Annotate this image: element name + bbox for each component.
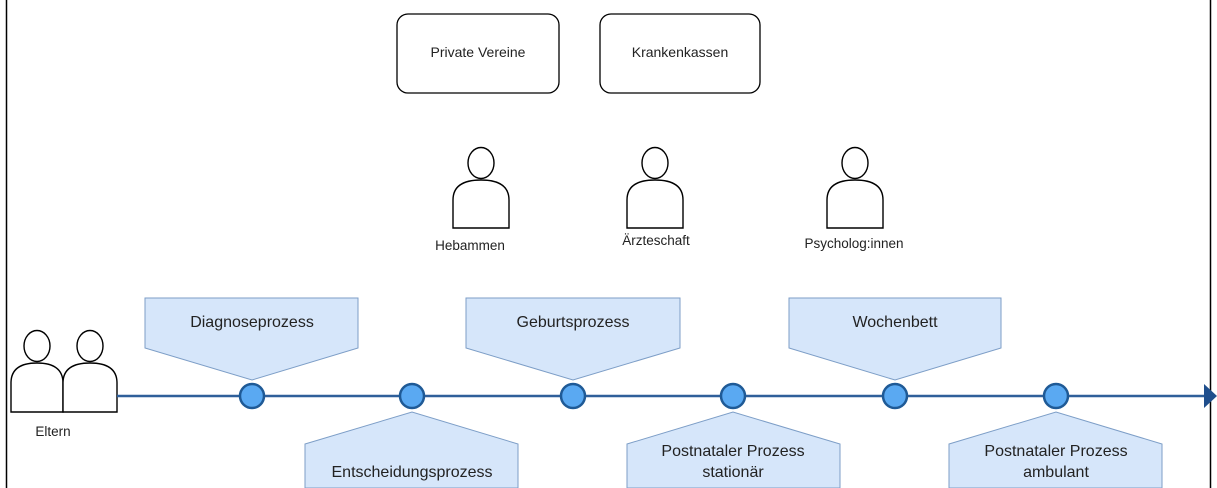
phase-label-line1: Postnataler Prozess — [984, 443, 1127, 460]
person-icon — [626, 146, 684, 229]
organization-label: Krankenkassen — [632, 44, 729, 60]
phase-label: Diagnoseprozess — [190, 314, 314, 331]
timeline-node — [398, 382, 426, 410]
phase-geburtsprozess: Geburtsprozess — [465, 297, 681, 381]
phase-diagnoseprozess: Diagnoseprozess — [144, 297, 359, 381]
actor-label: Psycholog:innen — [804, 236, 903, 251]
timeline-node — [559, 382, 587, 410]
organization-label: Private Vereine — [431, 44, 526, 60]
person-icon — [452, 146, 510, 229]
phase-postnatal-ambulant: Postnataler Prozess ambulant — [948, 411, 1163, 488]
actor-label: Hebammen — [435, 238, 505, 253]
phase-label: Geburtsprozess — [517, 314, 630, 331]
timeline-node — [881, 382, 909, 410]
organization-private-vereine: Private Vereine — [396, 13, 560, 94]
phase-label-line2: stationär — [702, 464, 764, 481]
actor-hebammen: Hebammen — [435, 146, 510, 253]
phase-wochenbett: Wochenbett — [788, 297, 1002, 381]
timeline-node — [1042, 382, 1070, 410]
parents-eltern: Eltern — [10, 329, 118, 439]
people-icon — [10, 329, 118, 413]
actor-aerzteschaft: Ärzteschaft — [622, 146, 690, 248]
phase-label: Wochenbett — [852, 314, 938, 331]
timeline-node — [238, 382, 266, 410]
phase-label-line2: ambulant — [1023, 464, 1089, 481]
actor-psychologinnen: Psycholog:innen — [804, 146, 904, 251]
phase-label: Entscheidungsprozess — [332, 464, 493, 481]
actor-label: Ärzteschaft — [622, 233, 690, 248]
organization-krankenkassen: Krankenkassen — [599, 13, 761, 94]
parents-label: Eltern — [35, 424, 70, 439]
timeline-arrowhead — [1204, 384, 1217, 408]
phase-postnatal-stationaer: Postnataler Prozess stationär — [626, 411, 841, 488]
timeline-node — [719, 382, 747, 410]
phase-label-line1: Postnataler Prozess — [661, 443, 804, 460]
person-icon — [826, 146, 884, 229]
phase-entscheidungsprozess: Entscheidungsprozess — [304, 411, 519, 488]
